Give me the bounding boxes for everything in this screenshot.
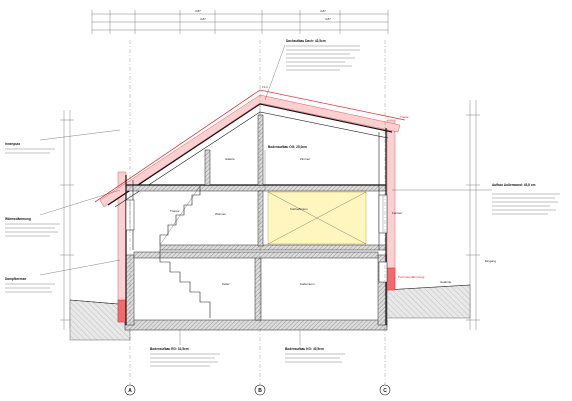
interior-walls [204, 114, 264, 247]
label-ridge: First [262, 85, 268, 89]
stair [159, 185, 211, 318]
callout-plaster: Innenputz [5, 142, 20, 146]
dim-left-bay: 4,87 [200, 17, 206, 21]
dim-right-bay: 4,87 [325, 17, 331, 21]
callout-floor-kg: Bodenaufbau KG: 40,5cm [285, 347, 324, 351]
callout-floor-og: Bodenaufbau OG: 25,0cm [268, 145, 307, 149]
grid-axes: A B C [124, 40, 391, 396]
left-dimension-chain [60, 110, 74, 330]
basement-structure [124, 251, 388, 331]
label-eaves: Traufe [400, 115, 409, 119]
terrain [69, 284, 471, 341]
label-terrain: Gelände [440, 280, 452, 284]
callout-vapor: Dampfbremse [5, 277, 26, 281]
room-label-cellar: Keller [222, 282, 230, 286]
dim-top-b: 4,87 [320, 9, 326, 13]
label-window: Fenster [392, 211, 402, 215]
room-label-gallery: Galerie [225, 157, 235, 161]
room-label-living: Wohnen [215, 212, 226, 216]
axis-label-c: C [383, 388, 387, 394]
callout-insulation: Wärmedämmung [5, 217, 31, 221]
room-label-stair: Treppe [170, 209, 180, 213]
room-label-basement: Kellerraum [300, 282, 315, 286]
top-dimension-chain: 4,87 4,87 4,87 4,87 [91, 9, 389, 34]
room-cross [267, 191, 367, 245]
room-label-kitchen: Küche/Essen [290, 207, 308, 211]
dim-top-a: 4,87 [195, 9, 201, 13]
label-perimeter: Perimeterdämmung [398, 275, 425, 279]
room-labels: Küche/Essen Wohnen Zimmer Galerie Keller… [170, 157, 315, 286]
callout-floor-eg: Bodenaufbau EG: 32,5cm [150, 347, 189, 351]
callout-wall: Aufbau Außenwand: 45,8 cm [492, 183, 536, 187]
room-label-upper: Zimmer [300, 157, 310, 161]
axis-label-b: B [258, 388, 262, 394]
label-entry: Eingang [485, 259, 496, 263]
callout-roof: Dachaufbau Dach: 42,5cm [286, 39, 326, 43]
callouts: Dachaufbau Dach: 42,5cm Aufbau Außenwand… [5, 39, 560, 367]
axis-label-a: A [128, 388, 132, 394]
